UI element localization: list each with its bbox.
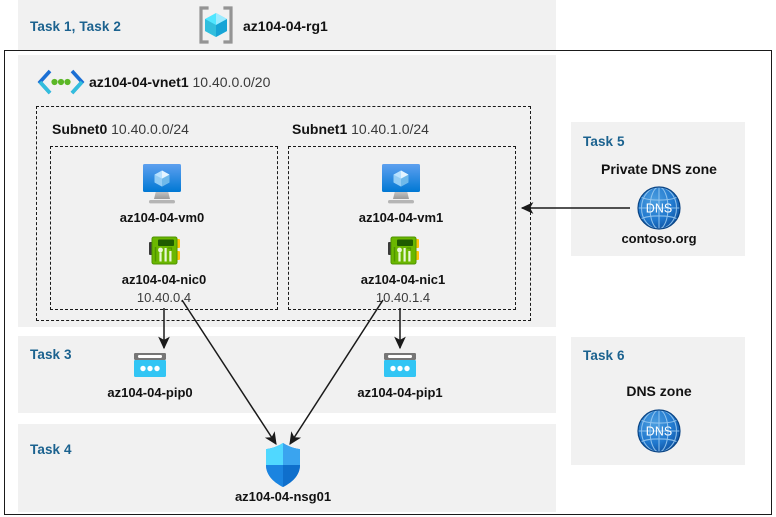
private-dns-zone-heading: Private DNS zone: [601, 161, 717, 177]
network-interface-icon: [386, 235, 422, 271]
virtual-machine-icon: [136, 160, 188, 206]
task-label-task5: Task 5: [583, 134, 625, 149]
task-label-task1-task2: Task 1, Task 2: [30, 19, 121, 34]
subnet1-boundary: [288, 146, 516, 310]
resource-group-icon: [196, 6, 236, 44]
pip0-label: az104-04-pip0: [107, 385, 193, 400]
pip1-label: az104-04-pip1: [357, 385, 443, 400]
public-ip-address-icon: [131, 350, 169, 382]
virtual-network-icon: [37, 68, 85, 96]
subnet1-cidr: 10.40.1.0/24: [351, 121, 429, 137]
public-ip-address-icon: [381, 350, 419, 382]
vnet-title: az104-04-vnet1 10.40.0.0/20: [89, 74, 270, 90]
nic0-ip: 10.40.0.4: [136, 290, 192, 305]
task-label-task3: Task 3: [30, 347, 72, 362]
dns-zone-icon: DNS: [634, 183, 684, 233]
task3-panel: [18, 336, 556, 413]
subnet0-name: Subnet0: [52, 121, 108, 137]
nic0-label: az104-04-nic0: [121, 272, 207, 287]
nic1-label: az104-04-nic1: [360, 272, 446, 287]
subnet1-name: Subnet1: [292, 121, 348, 137]
subnet0-title: Subnet0 10.40.0.0/24: [52, 121, 189, 137]
resource-group-name: az104-04-rg1: [243, 18, 328, 34]
private-dns-zone-name: contoso.org: [621, 231, 697, 246]
nsg-label: az104-04-nsg01: [234, 489, 332, 504]
dns-zone-heading: DNS zone: [626, 383, 692, 399]
vnet-cidr: 10.40.0.0/20: [192, 74, 271, 90]
subnet1-title: Subnet1 10.40.1.0/24: [292, 121, 429, 137]
dns-icon-text: DNS: [646, 202, 672, 216]
task1-task2-panel: [18, 0, 556, 50]
vnet-name: az104-04-vnet1: [89, 74, 189, 90]
task-label-task4: Task 4: [30, 442, 72, 457]
network-security-group-icon: [262, 441, 304, 489]
task-label-task6: Task 6: [583, 348, 625, 363]
network-interface-icon: [147, 235, 183, 271]
dns-icon-text: DNS: [646, 425, 672, 439]
nic1-ip: 10.40.1.4: [375, 290, 431, 305]
dns-zone-icon: DNS: [634, 406, 684, 456]
vm0-label: az104-04-vm0: [119, 210, 205, 225]
vm1-label: az104-04-vm1: [358, 210, 444, 225]
vnet-panel: [18, 55, 556, 327]
virtual-machine-icon: [375, 160, 427, 206]
resource-group-boundary: [4, 50, 772, 515]
subnet0-cidr: 10.40.0.0/24: [111, 121, 189, 137]
